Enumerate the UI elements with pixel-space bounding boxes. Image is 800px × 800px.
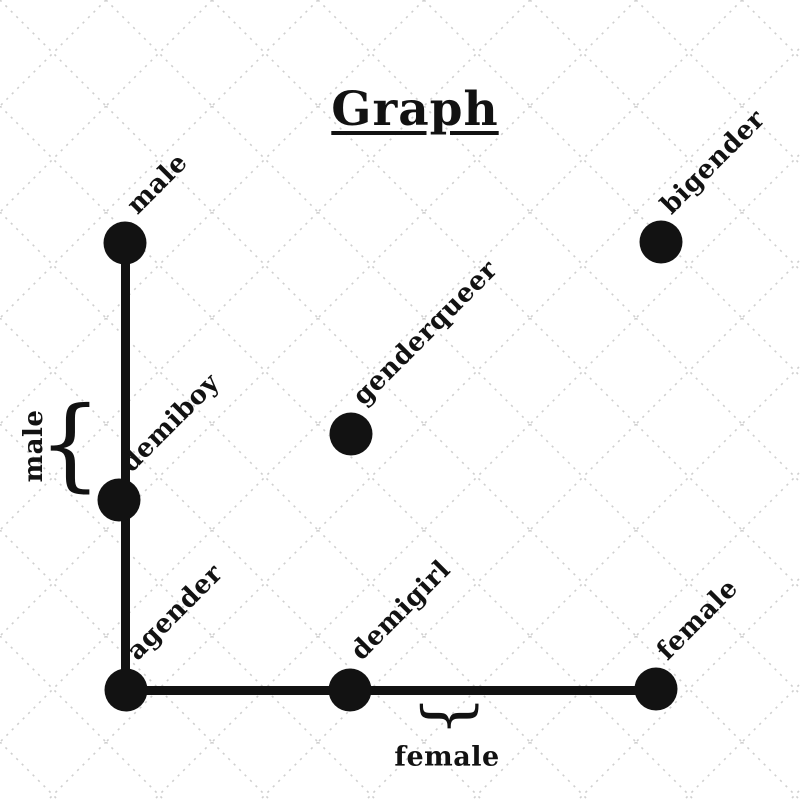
node-label-female: female <box>651 573 745 667</box>
node-female <box>634 667 678 711</box>
bottom-curly-brace: { <box>410 695 484 737</box>
node-male <box>103 221 147 265</box>
left-curly-brace: { <box>38 385 102 502</box>
node-label-demigirl: demigirl <box>345 554 457 667</box>
node-label-agender: agender <box>121 558 229 667</box>
node-demiboy <box>97 478 141 522</box>
node-bigender <box>639 220 683 264</box>
node-genderqueer <box>329 412 373 456</box>
node-agender <box>104 668 148 712</box>
node-label-male: male <box>121 147 194 221</box>
node-label-genderqueer: genderqueer <box>347 254 504 412</box>
bottom-brace-label: female <box>394 741 500 773</box>
node-demigirl <box>328 668 372 712</box>
edge-agender-demigirl-female <box>126 686 656 695</box>
node-label-demiboy: demiboy <box>115 367 226 479</box>
edge-male-demiboy-agender <box>121 243 130 690</box>
diagram-title: Graph <box>331 82 499 137</box>
left-brace-label: male <box>19 409 49 483</box>
node-label-bigender: bigender <box>655 104 772 221</box>
